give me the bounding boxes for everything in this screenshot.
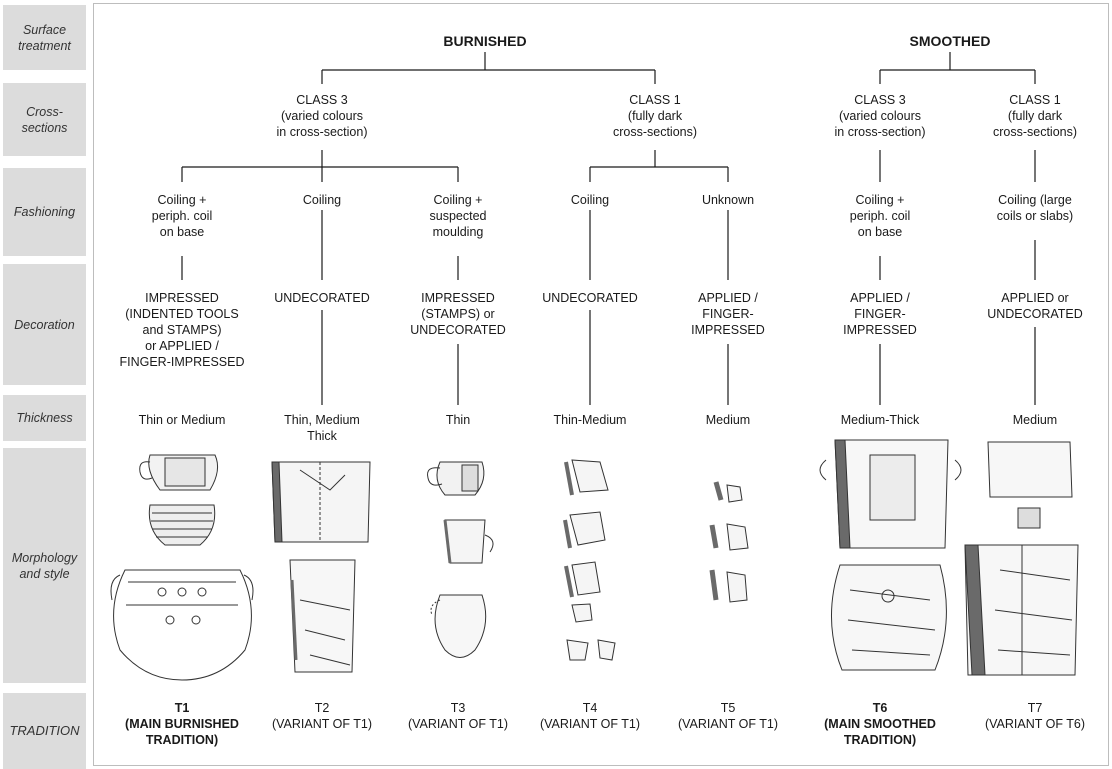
decoration-t3: IMPRESSED (STAMPS) or UNDECORATED [410, 291, 506, 337]
row-label-decoration: Decoration [3, 264, 86, 385]
fashioning-t6: Coiling + periph. coil on base [849, 193, 911, 239]
decoration-t2: UNDECORATED [274, 291, 370, 305]
row-label-morphology: Morphology and style [3, 448, 86, 683]
thickness-t6: Medium-Thick [840, 413, 920, 427]
pot-drawing-t2 [271, 461, 371, 673]
tradition-t2: T2 (VARIANT OF T1) [271, 701, 372, 731]
fashioning-t4: Coiling [570, 193, 610, 207]
pot-drawing-t5 [709, 481, 749, 603]
class-1-smoothed: CLASS 1 (fully dark cross-sections) [992, 93, 1078, 139]
row-label-cross-sections: Cross-sections [3, 83, 86, 156]
tradition-t6: T6 (MAIN SMOOTHED TRADITION) [824, 701, 936, 747]
class-3-burnished: CLASS 3 (varied colours in cross-section… [276, 93, 368, 139]
fashioning-t1: Coiling + periph. coil on base [151, 193, 213, 239]
decoration-t4: UNDECORATED [542, 291, 638, 305]
thickness-t2: Thin, Medium Thick [284, 413, 360, 443]
decoration-t1: IMPRESSED (INDENTED TOOLS and STAMPS) or… [119, 291, 245, 369]
tradition-t1: T1 (MAIN BURNISHED TRADITION) [125, 701, 239, 747]
decoration-t6: APPLIED / FINGER- IMPRESSED [843, 291, 917, 337]
surface-smoothed: SMOOTHED [909, 33, 991, 49]
fashioning-t2: Coiling [302, 193, 342, 207]
decoration-t5: APPLIED / FINGER- IMPRESSED [691, 291, 765, 337]
thickness-t5: Medium [705, 413, 751, 427]
pot-drawing-t7 [964, 441, 1079, 676]
fashioning-t3: Coiling + suspected moulding [429, 193, 487, 239]
fashioning-t5: Unknown [701, 193, 755, 207]
pot-drawing-t3 [427, 461, 494, 658]
thickness-t1: Thin or Medium [138, 413, 226, 427]
pot-drawing-t1 [110, 454, 254, 681]
tradition-t5: T5 (VARIANT OF T1) [677, 701, 778, 731]
decoration-t7: APPLIED or UNDECORATED [987, 291, 1083, 321]
class-1-burnished: CLASS 1 (fully dark cross-sections) [612, 93, 698, 139]
surface-burnished: BURNISHED [443, 33, 527, 49]
tradition-t4: T4 (VARIANT OF T1) [539, 701, 640, 731]
tradition-t3: T3 (VARIANT OF T1) [407, 701, 508, 731]
thickness-t3: Thin [445, 413, 471, 427]
row-label-surface-treatment: Surface treatment [3, 5, 86, 70]
fashioning-t7: Coiling (large coils or slabs) [996, 193, 1074, 223]
thickness-t4: Thin-Medium [553, 413, 627, 427]
row-label-fashioning: Fashioning [3, 168, 86, 256]
thickness-t7: Medium [1012, 413, 1058, 427]
row-label-thickness: Thickness [3, 395, 86, 441]
row-label-tradition: TRADITION [3, 693, 86, 769]
pot-drawing-t6 [819, 439, 962, 671]
class-3-smoothed: CLASS 3 (varied colours in cross-section… [834, 93, 926, 139]
tradition-t7: T7 (VARIANT OF T6) [984, 701, 1085, 731]
pot-drawing-t4 [563, 459, 616, 661]
diagram-frame [93, 3, 1109, 766]
